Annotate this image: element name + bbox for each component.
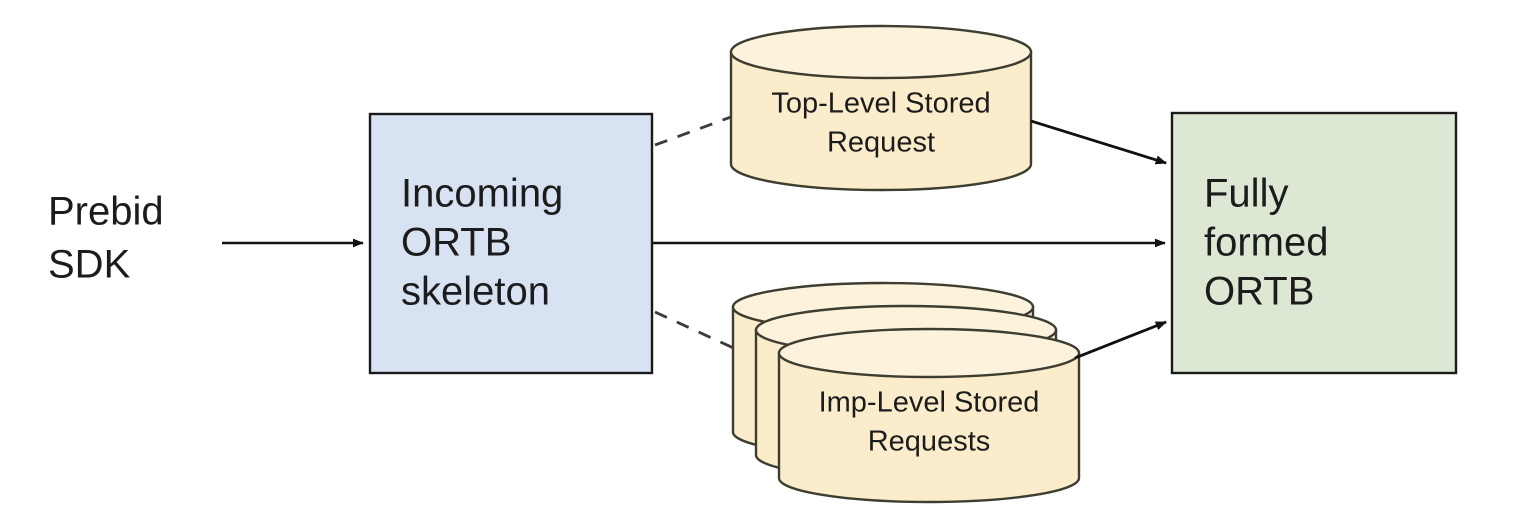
node-incoming-ortb-skeleton[interactable]: Incoming ORTB skeleton	[368, 112, 654, 375]
incoming-ortb-skeleton-label-line1: Incoming	[401, 172, 563, 216]
top-level-stored-request-label-line2: Request	[827, 127, 935, 159]
fully-formed-ortb-label-line3: ORTB	[1204, 270, 1314, 314]
top-level-stored-request-label-line1: Top-Level Stored	[771, 88, 990, 120]
incoming-ortb-skeleton-label-line3: skeleton	[401, 270, 550, 314]
imp-level-stored-requests-label-line1: Imp-Level Stored	[819, 387, 1040, 419]
incoming-ortb-skeleton-label-line2: ORTB	[401, 221, 511, 265]
top-level-stored-request-cylinder-body[interactable]	[729, 50, 1033, 192]
prebid-sdk-label-line2: SDK	[48, 243, 131, 287]
node-top-level-stored-request[interactable]: Top-Level Stored Request	[729, 24, 1033, 192]
fully-formed-ortb-box[interactable]	[1170, 111, 1458, 375]
fully-formed-ortb-label-line2: formed	[1204, 221, 1329, 265]
node-fully-formed-ortb[interactable]: Fully formed ORTB	[1170, 111, 1458, 375]
top-level-stored-request-cylinder-top	[729, 24, 1033, 80]
edge-imp-level-store-to-output-overlay	[1074, 320, 1167, 360]
node-prebid-sdk: Prebid SDK	[48, 190, 164, 287]
imp-level-stored-requests-cylinder-front[interactable]	[777, 327, 1081, 504]
edge-top-level-store-to-output-overlay	[1030, 119, 1167, 165]
edge-incoming-to-top-level-store	[654, 115, 732, 147]
incoming-ortb-skeleton-box[interactable]	[368, 112, 654, 375]
node-imp-level-stored-requests[interactable]: Imp-Level Stored Requests	[731, 281, 1081, 504]
prebid-sdk-label-line1: Prebid	[48, 190, 164, 234]
imp-level-stored-requests-label-line2: Requests	[868, 426, 991, 458]
fully-formed-ortb-label-line1: Fully	[1204, 172, 1288, 216]
